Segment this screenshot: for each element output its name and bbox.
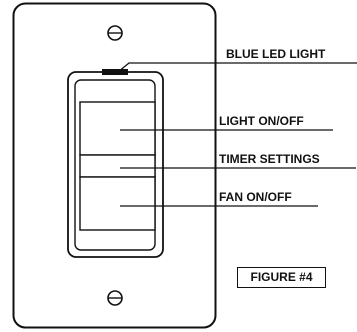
timer-label: TIMER SETTINGS: [219, 152, 320, 166]
figure-label: FIGURE #4: [237, 267, 326, 288]
led-indicator: [102, 69, 128, 75]
light-button: [79, 101, 156, 156]
fan-label: FAN ON/OFF: [219, 190, 292, 204]
top-screw-icon: [107, 25, 123, 41]
led-leader-line: [117, 62, 357, 73]
light-label: LIGHT ON/OFF: [219, 114, 304, 128]
timer-button: [79, 154, 156, 178]
led-label: BLUE LED LIGHT: [226, 47, 326, 61]
bottom-screw-icon: [107, 290, 123, 306]
fan-button: [79, 176, 156, 231]
